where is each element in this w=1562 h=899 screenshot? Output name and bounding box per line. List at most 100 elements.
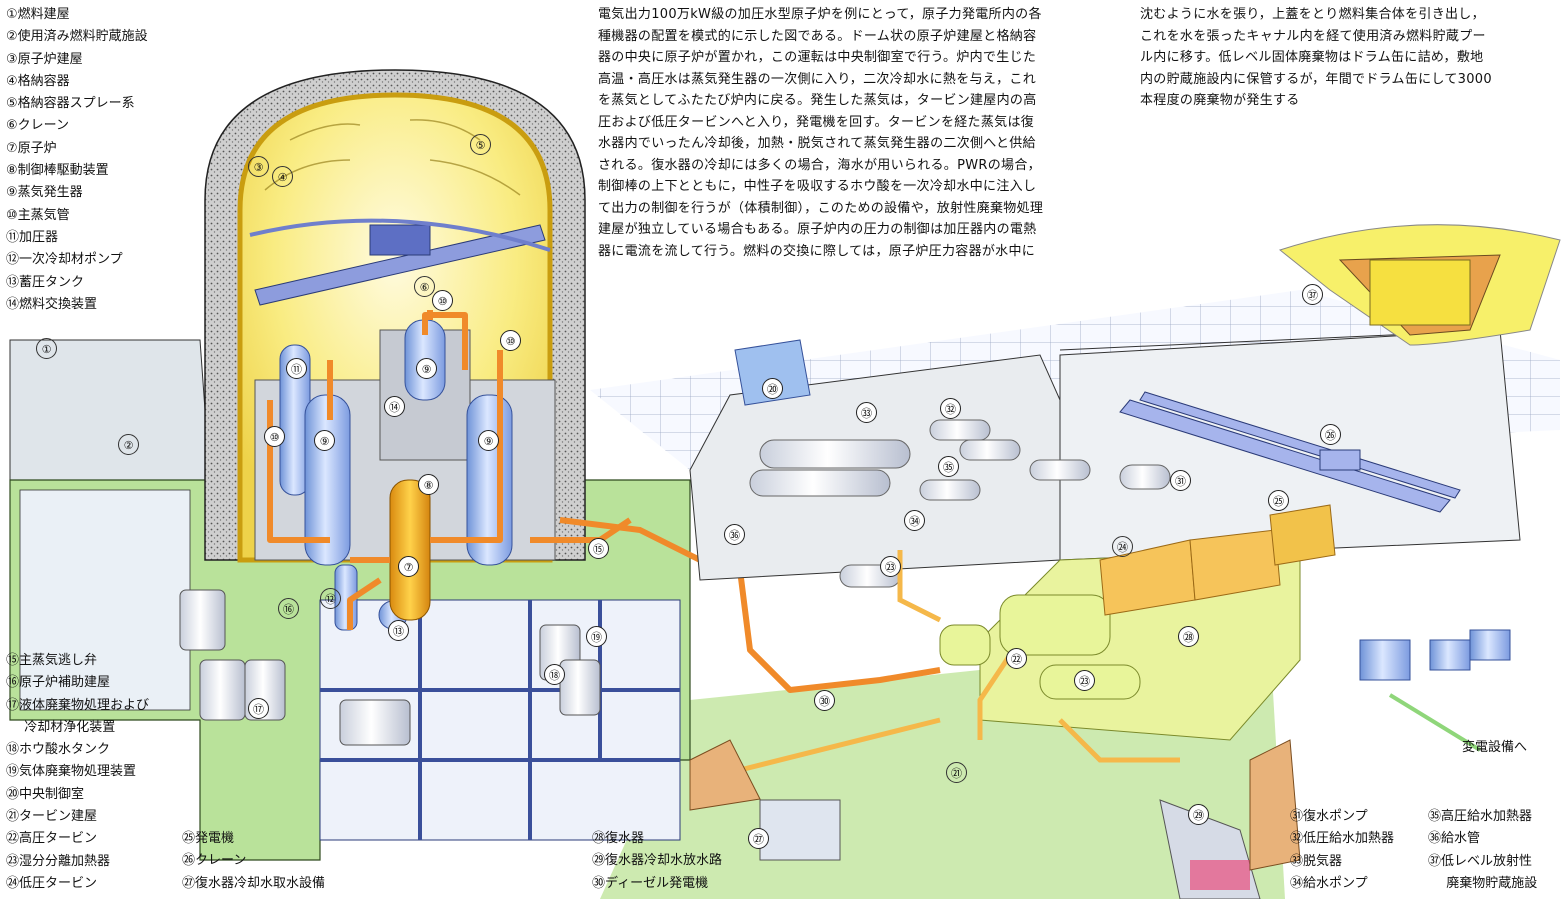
legend-item: ⑳中央制御室: [6, 786, 85, 802]
callout-30: ㉚: [814, 690, 835, 711]
callout-7: ⑦: [398, 556, 419, 577]
description-line: 制御棒の上下とともに，中性子を吸収するホウ酸を一次冷却水中に注入し: [598, 179, 1037, 194]
callout-10b: ⑩: [432, 290, 453, 311]
turbine-hall-crane: [1119, 391, 1461, 513]
callout-19: ⑲: [586, 626, 607, 647]
description-line: て出力の制御を行うが（体積制御），このための設備や，放射性廃棄物処理: [598, 200, 1044, 216]
legend-item: ㉓湿分分離加熱器: [6, 853, 111, 869]
callout-23a: ㉓: [880, 556, 901, 577]
callout-2: ②: [118, 434, 139, 455]
callout-35: ㉟: [938, 456, 959, 477]
callout-4: ④: [272, 166, 293, 187]
callout-27: ㉗: [748, 828, 769, 849]
reactor-vessel: [389, 479, 431, 621]
substation-direction-label: 変電設備へ: [1462, 740, 1528, 755]
callout-9a: ⑨: [314, 430, 335, 451]
callout-6: ⑥: [414, 276, 435, 297]
callout-9b: ⑨: [416, 358, 437, 379]
callout-14: ⑭: [384, 396, 405, 417]
legend-item: ㊲低レベル放射性: [1428, 853, 1533, 869]
legend-item: ⑦原子炉: [6, 140, 57, 156]
callout-5: ⑤: [470, 134, 491, 155]
callout-37: ㊲: [1302, 284, 1323, 305]
waste-storage: [1278, 224, 1561, 346]
legend-item: ㉚ディーゼル発電機: [592, 875, 709, 891]
callout-16: ⑯: [278, 598, 299, 619]
legend-item: ㉖クレーン: [182, 853, 247, 869]
description-line: 器の中央に原子炉が置かれ，この運転は中央制御室で行う。炉内で生じた: [598, 50, 1037, 65]
polar-crane: [249, 218, 551, 306]
description-line: 高温・高圧水は蒸気発生器の一次側に入り，二次冷却水に熱を与え，これ: [598, 71, 1036, 87]
callout-28: ㉘: [1178, 626, 1199, 647]
callout-20: ⑳: [762, 378, 783, 399]
feedwater-heaters: [749, 419, 1171, 588]
description-line: 圧および低圧タービンへと入り，発電機を回す。タービンを経た蒸気は復: [598, 114, 1035, 130]
legend-item: ㉑タービン建屋: [6, 809, 98, 825]
legend-item: ⑪加圧器: [6, 229, 59, 245]
callout-23b: ㉓: [1074, 670, 1095, 691]
callout-11: ⑪: [286, 358, 307, 379]
legend-item: ⑬蓄圧タンク: [6, 274, 85, 290]
legend-item: ⑯原子炉補助建屋: [6, 675, 111, 691]
legend-item: ⑮主蒸気逃し弁: [6, 653, 98, 668]
legend-bottom-left: ⑮主蒸気逃し弁 ⑯原子炉補助建屋 ⑰液体廃棄物処理および 冷却材浄化装置 ⑱ホウ…: [6, 650, 149, 895]
description-line: 本程度の廃棄物が発生する: [1140, 93, 1300, 108]
description-line: を蒸気としてふたたび炉内に戻る。発生した蒸気は，タービン建屋内の高: [598, 93, 1037, 108]
legend-item: ⑤格納容器スプレー系: [6, 96, 135, 112]
legend-item: ④格納容器: [6, 73, 70, 89]
legend-bottom-right1: ㉛復水ポンプ ㉜低圧給水加熱器 ㉝脱気器 ㉞給水ポンプ: [1290, 806, 1394, 895]
legend-item: ⑨蒸気発生器: [6, 185, 83, 201]
description-line: 沈むように水を張り，上蓋をとり燃料集合体を引き出し，: [1140, 7, 1485, 22]
callout-34: ㉞: [904, 510, 925, 531]
description-line: 建屋が独立している場合もある。原子炉内の圧力の制御は加圧器内の電熱: [598, 222, 1037, 237]
callout-24: ㉔: [1112, 536, 1133, 557]
callout-8: ⑧: [418, 474, 439, 495]
legend-bottom-mid1: ㉕発電機 ㉖クレーン ㉗復水器冷却水取水設備: [182, 828, 325, 895]
legend-item: 冷却材浄化装置: [24, 719, 116, 735]
description-line: 水器内でいったん冷却後，加熱・脱気されて蒸気発生器の二次側へと供給: [598, 136, 1036, 151]
description-line: これを水を張ったキャナル内を経て使用済み燃料貯蔵プー: [1140, 28, 1486, 44]
legend-item: ③原子炉建屋: [6, 51, 83, 67]
callout-33: ㉝: [856, 402, 877, 423]
callout-1: ①: [36, 338, 57, 359]
legend-item: ㉛復水ポンプ: [1290, 809, 1368, 824]
callout-10c: ⑩: [500, 330, 521, 351]
callout-3: ③: [248, 156, 269, 177]
callout-10a: ⑩: [264, 426, 285, 447]
callout-12: ⑫: [320, 588, 341, 609]
legend-item: ㉔低圧タービン: [6, 875, 98, 891]
legend-item: ⑲気体廃棄物処理装置: [6, 764, 137, 780]
legend-item: ㊱給水管: [1428, 831, 1481, 847]
fuel-building: [9, 339, 211, 481]
legend-item: ⑧制御棒駆動装置: [6, 163, 109, 179]
description-line: ル内に移す。低レベル固体廃棄物はドラム缶に詰め，敷地: [1140, 50, 1484, 65]
legend-item: ⑩主蒸気管: [6, 207, 70, 223]
description-line: 種機器の配置を模式的に示した図である。ドーム状の原子炉建屋と格納容: [598, 28, 1037, 44]
callout-15: ⑮: [588, 538, 609, 559]
callout-36: ㊱: [724, 524, 745, 545]
description-line: 電気出力100万kW級の加圧水型原子炉を例にとって，原子力発電所内の各: [598, 7, 1042, 22]
callout-32: ㉜: [940, 398, 961, 419]
description-main: 電気出力100万kW級の加圧水型原子炉を例にとって，原子力発電所内の各 種機器の…: [598, 4, 1043, 262]
legend-item: ⑥クレーン: [6, 118, 70, 134]
callout-26: ㉖: [1320, 424, 1341, 445]
legend-top: ①燃料建屋 ②使用済み燃料貯蔵施設 ③原子炉建屋 ④格納容器 ⑤格納容器スプレー…: [6, 4, 148, 316]
callout-29: ㉙: [1188, 804, 1209, 825]
callout-25: ㉕: [1268, 490, 1289, 511]
legend-item: ㉗復水器冷却水取水設備: [182, 875, 326, 891]
legend-item: ㉜低圧給水加熱器: [1290, 831, 1395, 847]
legend-bottom-mid2: ㉘復水器 ㉙復水器冷却水放水路 ㉚ディーゼル発電機: [592, 828, 722, 895]
central-control-room: [734, 339, 811, 406]
legend-item: ㉝脱気器: [1290, 853, 1343, 869]
legend-item: ㉕発電機: [182, 831, 235, 846]
callout-18: ⑱: [544, 664, 565, 685]
callout-21: ㉑: [946, 762, 967, 783]
description-line: 内の貯蔵施設内に保管するが，年間でドラム缶にして3000: [1140, 71, 1492, 87]
callout-31: ㉛: [1170, 470, 1191, 491]
substation: [1359, 629, 1511, 681]
callout-9c: ⑨: [478, 430, 499, 451]
legend-item: ㉙復水器冷却水放水路: [592, 853, 723, 869]
legend-item: ⑫一次冷却材ポンプ: [6, 252, 123, 268]
description-continued: 沈むように水を張り，上蓋をとり燃料集合体を引き出し， これを水を張ったキャナル内…: [1140, 4, 1492, 112]
legend-item: ㉞給水ポンプ: [1290, 875, 1368, 891]
